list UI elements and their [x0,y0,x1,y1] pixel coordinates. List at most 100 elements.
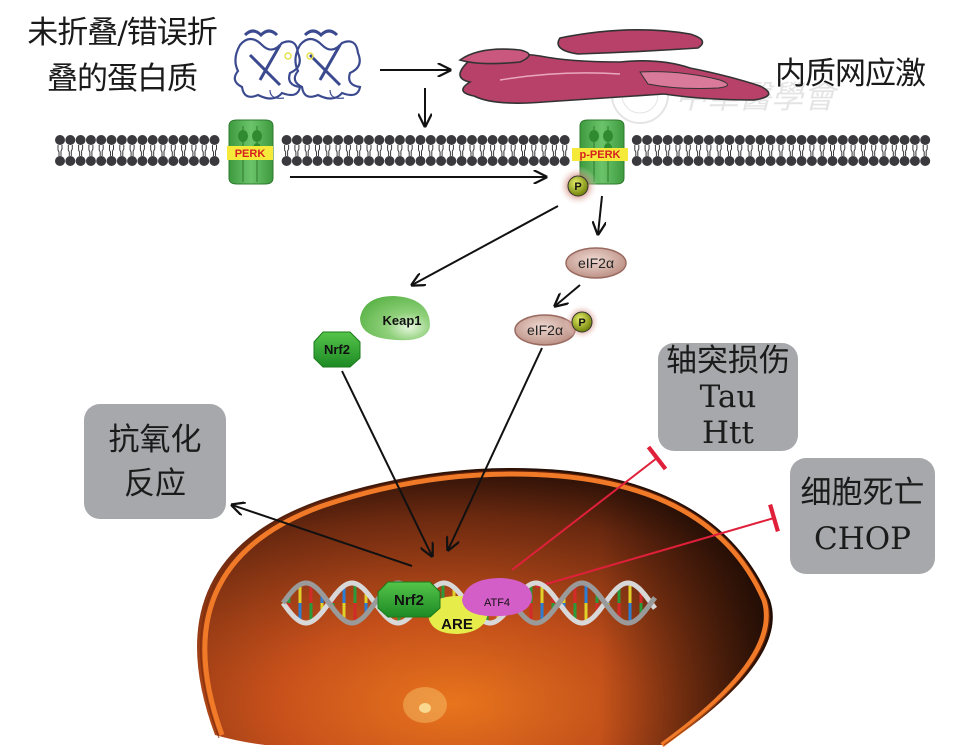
eif2a-node: eIF2α [565,247,627,279]
lipid-head [137,156,148,166]
lipid-tail [88,145,94,156]
lipid-head [394,135,405,145]
lipid-head [96,156,107,166]
lipid-tail [654,145,660,156]
lipid-head [55,156,65,166]
lipid-head [508,135,519,145]
lipid-tail [407,145,413,156]
lipid-tail [747,145,753,156]
lipid-head [436,156,447,166]
lipid-head [75,135,86,145]
lipid-head [786,135,797,145]
arrow-nrf2-into-nucleus [341,370,432,556]
lipid-tail [490,145,496,156]
lipid-head [642,156,653,166]
phosphate-badge-perk: P [558,166,598,206]
lipid-head [806,135,817,145]
lipid-tail [201,145,207,156]
lipid-head [65,135,76,145]
lipid-head [353,135,364,145]
lipid-tail [428,145,434,156]
lipid-tail [181,145,187,156]
lipid-tail [768,145,774,156]
lipid-head [405,156,416,166]
lipid-head [673,156,683,166]
lipid-head [281,156,292,166]
lipid-head [477,156,488,166]
lipid-tail [778,145,784,156]
lipid-head [55,135,65,145]
phospho-eif2a-node: eIF2α P [514,304,600,346]
lipid-head [848,156,859,166]
axon-line-3: Htt [702,415,754,451]
lipid-head [559,135,570,145]
lipid-head [755,156,766,166]
title-left-line-2: 叠的蛋白质 [47,61,198,97]
lipid-head [745,135,756,145]
axon-line-1: 轴突损伤 [666,343,790,379]
lipid-tail [500,145,506,156]
lipid-head [518,135,529,145]
lipid-tail [912,145,918,156]
lipid-tail [644,145,650,156]
lipid-tail [160,145,166,156]
lipid-head [436,135,447,145]
lipid-tail [479,145,485,156]
lipid-head [312,135,323,145]
phospho-eif2a-badge: P [578,317,585,329]
lipid-head [837,135,848,145]
lipid-head [106,156,117,166]
lipid-head [291,156,302,166]
lipid-head [539,156,550,166]
lipid-head [188,135,199,145]
antioxidant-response-box: 抗氧化 反应 [84,404,226,519]
lipid-head [188,156,199,166]
lipid-tail [727,145,732,156]
lipid-tail [418,145,423,156]
lipid-tail [459,145,465,156]
lipid-head [673,135,683,145]
lipid-head [539,135,550,145]
lipid-head [652,135,663,145]
lipid-tail [397,145,403,156]
lipid-head [199,156,210,166]
lipid-tail [881,145,887,156]
perk-label: PERK [235,148,266,160]
lipid-head [106,135,117,145]
lipid-head [909,156,920,166]
arrow-eif2a-into-nucleus [448,347,543,550]
lipid-head [343,135,354,145]
lipid-tail [696,145,702,156]
lipid-head [549,156,560,166]
lipid-head [281,135,292,145]
lipid-head [765,156,776,166]
lipid-head [446,135,457,145]
lipid-head [137,135,148,145]
lipid-head [75,156,86,166]
lipid-tail [366,145,372,156]
lipid-head [734,135,745,145]
lipid-head [497,135,508,145]
inhibit-cell-death [535,503,780,588]
lipid-head [693,135,704,145]
lipid-tail [510,145,516,156]
lipid-head [848,135,859,145]
lipid-head [724,135,735,145]
lipid-head [817,156,828,166]
lipid-tail [799,145,805,156]
lipid-tail [716,145,722,156]
lipid-head [374,156,385,166]
lipid-head [858,156,869,166]
lipid-head [467,135,477,145]
lipid-tail [737,145,743,156]
lipid-head [291,135,302,145]
arrow-to-antioxidant [232,505,413,567]
lipid-head [508,156,519,166]
lipid-head [322,135,333,145]
lipid-head [147,156,158,166]
lipid-tail [150,145,156,156]
phospho-eif2a-label: eIF2α [527,322,563,338]
lipid-tail [871,145,877,156]
lipid-head [920,156,931,166]
lipid-head [364,135,374,145]
